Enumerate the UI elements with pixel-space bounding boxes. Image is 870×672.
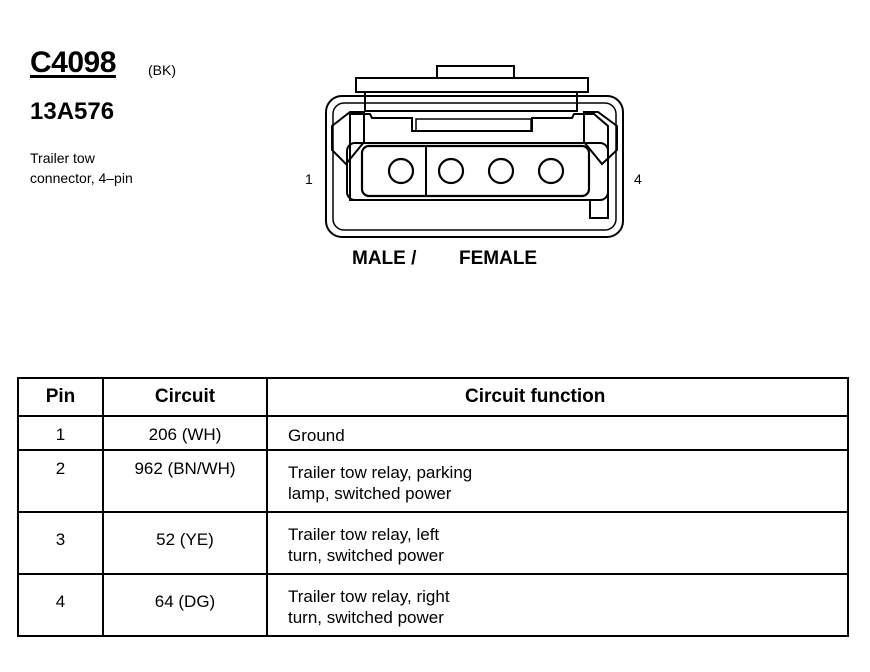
pin-number: 4	[55, 592, 66, 611]
pin-cavity-body	[346, 142, 609, 201]
circuit-value: 52 (YE)	[156, 530, 214, 549]
latch-upper-step	[355, 77, 589, 93]
part-number: 13A576	[30, 98, 115, 125]
pin-3-terminal	[487, 157, 515, 185]
function-column-header: Circuit function	[266, 377, 849, 417]
pin-number: 1	[55, 425, 66, 444]
connector-face-diagram	[325, 65, 624, 238]
function-line-1: Trailer tow relay, parking	[288, 463, 473, 482]
pin-number: 3	[55, 530, 66, 549]
function-line-1: Ground	[288, 426, 345, 445]
inner-shroud	[349, 113, 609, 219]
table-row: 4 64 (DG) Trailer tow relay, right turn,…	[17, 573, 849, 637]
pin-1-position-label: 1	[305, 171, 313, 187]
pin-4-position-label: 4	[634, 171, 642, 187]
latch-slot	[415, 118, 532, 132]
function-line-2: lamp, switched power	[288, 484, 452, 503]
circuit-value: 64 (DG)	[154, 592, 216, 611]
male-label: MALE /	[352, 248, 417, 269]
table-header-row: Pin Circuit Circuit function	[17, 377, 849, 417]
circuit-column-header: Circuit	[102, 377, 268, 417]
pin-1-terminal	[387, 157, 415, 185]
pin-cavity-block	[360, 144, 591, 198]
pin-number: 2	[55, 459, 66, 478]
connector-description-line-2: connector, 4–pin	[30, 170, 133, 186]
table-row: 2 962 (BN/WH) Trailer tow relay, parking…	[17, 449, 849, 513]
function-line-2: turn, switched power	[288, 608, 444, 627]
pinout-table: Pin Circuit Circuit function 1 206 (WH) …	[17, 377, 849, 637]
connector-color-code: (BK)	[148, 62, 176, 78]
table-row: 1 206 (WH) Ground	[17, 415, 849, 451]
housing-inner-wall	[332, 102, 617, 231]
latch-lower-step	[364, 91, 578, 112]
pin-2-terminal	[437, 157, 465, 185]
circuit-value: 962 (BN/WH)	[134, 459, 236, 478]
function-line-1: Trailer tow relay, left	[288, 525, 440, 544]
circuit-value: 206 (WH)	[148, 425, 222, 444]
function-line-2: turn, switched power	[288, 546, 444, 565]
pin-4-terminal	[537, 157, 565, 185]
connector-description-line-1: Trailer tow	[30, 150, 95, 166]
pin-column-header: Pin	[17, 377, 104, 417]
connector-id: C4098	[30, 46, 116, 79]
function-line-1: Trailer tow relay, right	[288, 587, 450, 606]
female-label: FEMALE	[459, 248, 538, 269]
table-row: 3 52 (YE) Trailer tow relay, left turn, …	[17, 511, 849, 575]
connector-housing	[325, 95, 624, 238]
